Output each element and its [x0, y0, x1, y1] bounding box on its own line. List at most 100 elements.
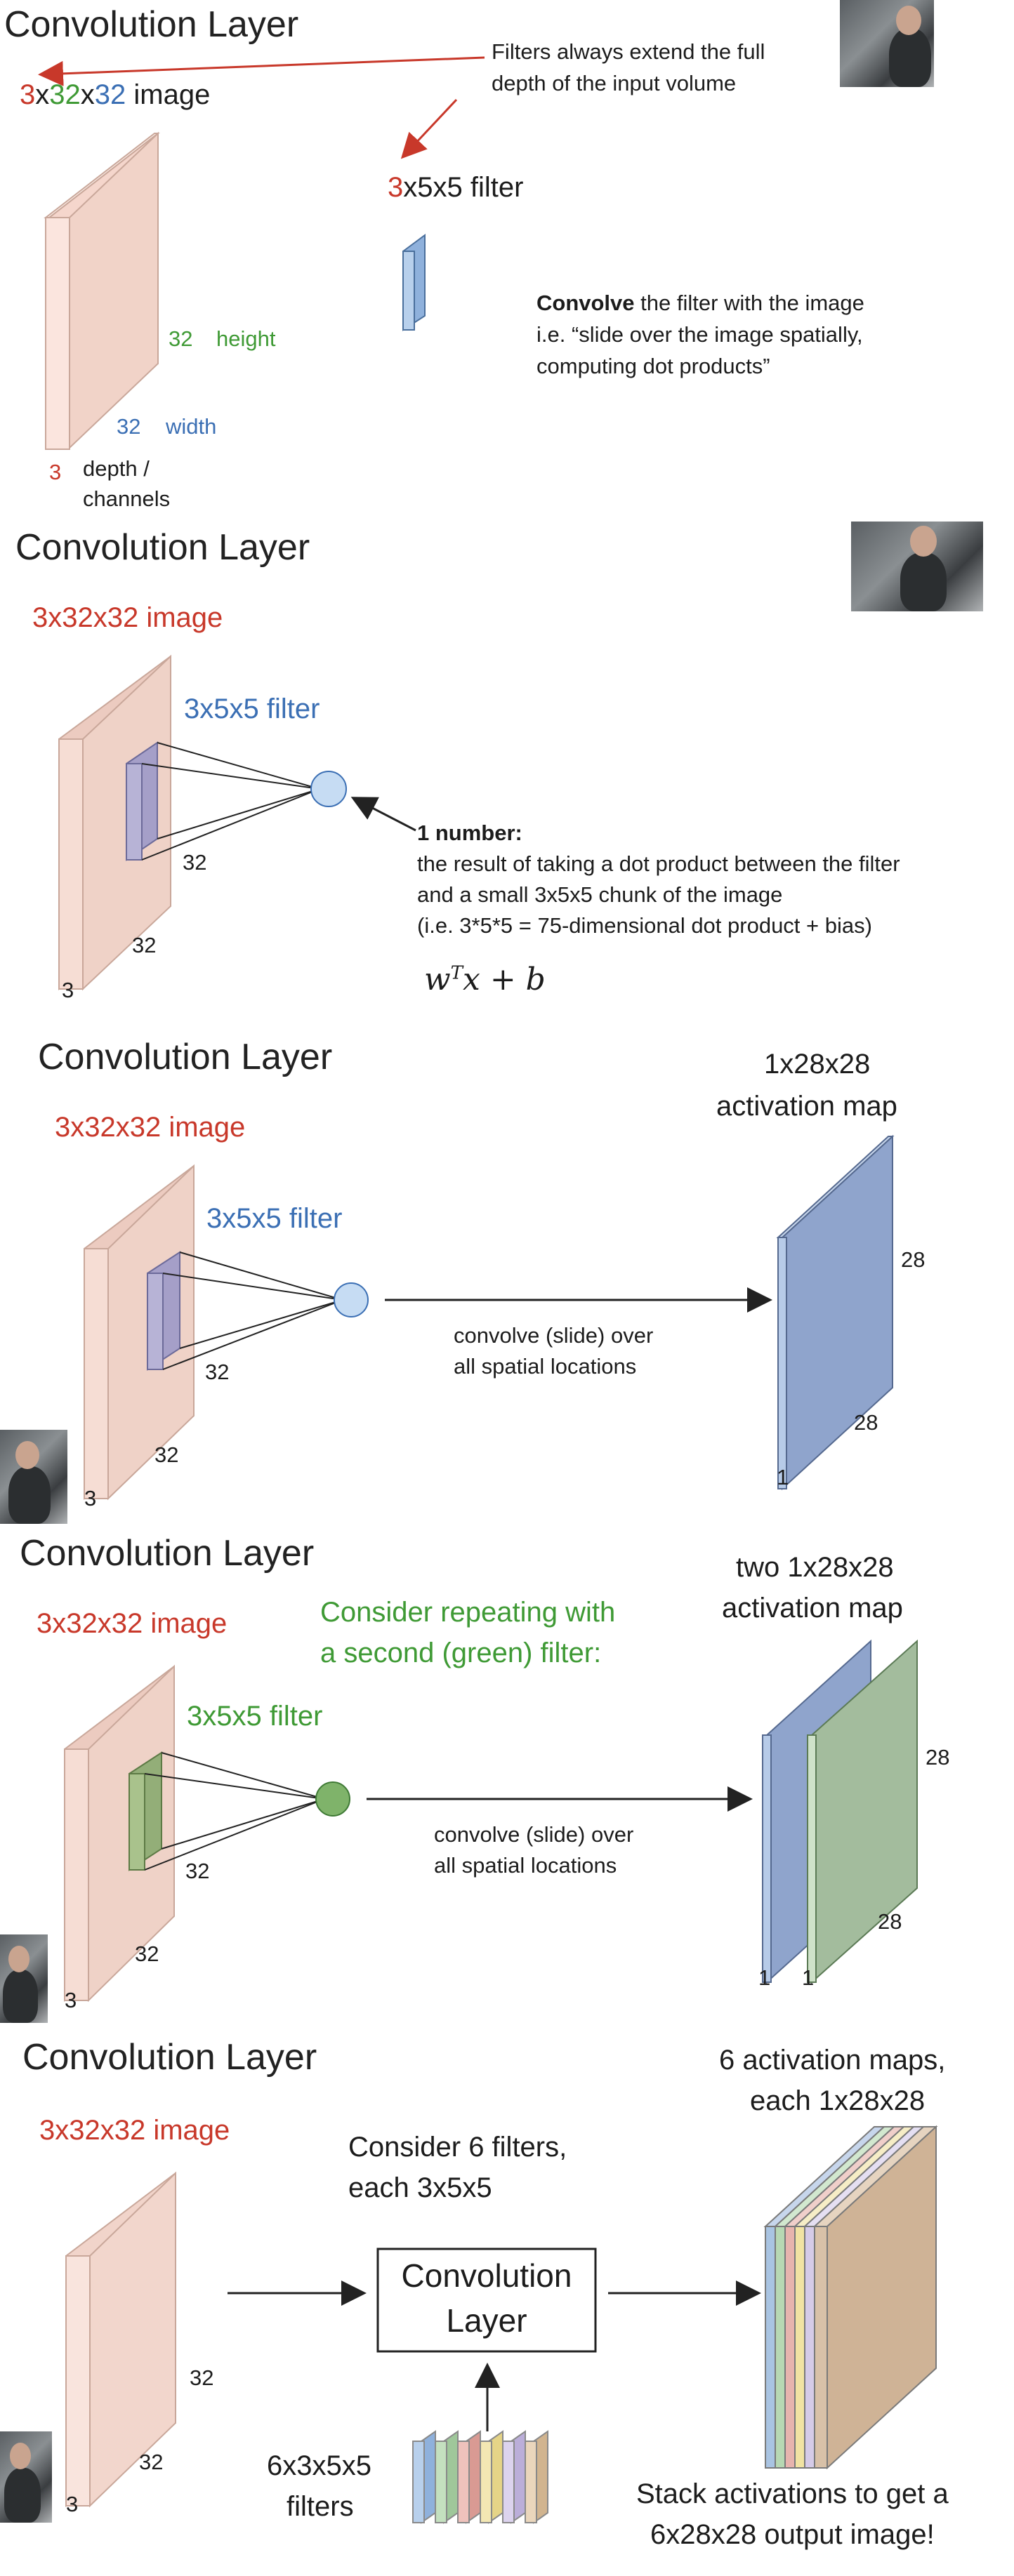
filter-5 [502, 2430, 526, 2524]
dim-height: 32 [205, 1360, 230, 1384]
image-dim-width: 32 [94, 79, 126, 110]
green-dot-product-node [315, 1781, 350, 1817]
filter-dim-depth: 3 [388, 172, 404, 203]
map-label-2: activation map [716, 1091, 897, 1122]
convolution-layer-box [376, 2248, 597, 2353]
activation-map-1 [763, 2126, 886, 2469]
convolve-text: Convolve the filter with the image i.e. … [536, 288, 864, 383]
one-number-line-2: and a small 3x5x5 chunk of the image [417, 882, 783, 908]
presenter-body [900, 552, 947, 611]
slide-3-title: Convolution Layer [38, 1037, 333, 1077]
filter-chunk [126, 741, 158, 861]
callout-arrow-2 [400, 98, 458, 159]
presenter-video-thumbnail [0, 2431, 52, 2523]
image-dim-suffix: image [126, 79, 211, 110]
presenter-video-thumbnail [851, 522, 983, 611]
stack-line-2: 6x28x28 output image! [650, 2519, 935, 2550]
presenter-video-thumbnail [0, 1430, 67, 1524]
image-label: 3x32x32 image [39, 2115, 230, 2146]
map-depth-1: 1 [758, 1965, 771, 1990]
box-line-2: Layer [446, 2302, 527, 2339]
stack-line-1: Stack activations to get a [636, 2478, 949, 2509]
slide-2-graphics [58, 654, 416, 991]
dim-width: 32 [139, 2450, 164, 2474]
dot-product-node [334, 1282, 369, 1317]
slide-4-graphics [64, 1639, 918, 2003]
slide-1-title: Convolution Layer [4, 4, 299, 45]
dim-width: 32 [135, 1941, 159, 1966]
map-depth: 1 [777, 1465, 789, 1489]
image-dim-height: 32 [49, 79, 81, 110]
filter-chunk [147, 1251, 180, 1371]
map-label-1: 1x28x28 [764, 1049, 871, 1080]
formula-rest: x + b [463, 962, 546, 997]
filter-label: 3x5x5 filter [187, 1701, 323, 1732]
dim-depth: 3 [84, 1486, 97, 1511]
activation-map-4 [793, 2126, 916, 2469]
slide-5-title: Convolution Layer [22, 2037, 317, 2078]
filter-dim-rest: x5x5 filter [403, 172, 524, 203]
image-dim-x1: x [35, 79, 50, 110]
callout-text: Filters always extend the full depth of … [492, 39, 765, 95]
map-label-2: activation map [722, 1593, 903, 1624]
node-arrow [350, 797, 416, 832]
slide-1-graphics [38, 56, 485, 450]
convolve-line-2: all spatial locations [454, 1354, 637, 1379]
presenter-video-thumbnail [0, 1934, 48, 2023]
dim-height: 32 [183, 850, 207, 875]
image-label: 3x32x32 image [55, 1112, 246, 1143]
filter-lines [144, 1752, 325, 1871]
presenter-video-thumbnail [840, 0, 934, 87]
slide-5: Convolution Layer 3x32x32 image Consider… [0, 2037, 1014, 2576]
map-height: 28 [926, 1745, 950, 1770]
activation-map-stack [763, 2125, 938, 2470]
slide-4-title: Convolution Layer [20, 1533, 315, 1574]
height-number: 32 [169, 326, 193, 351]
filter-3 [457, 2430, 481, 2524]
filter-lines [141, 742, 320, 861]
presenter-face [896, 6, 921, 35]
slide-2: Convolution Layer 3x32x32 image 3x5x5 fi… [0, 522, 1014, 1031]
consider-line-1: Consider repeating with [320, 1597, 616, 1628]
map-label-1: two 1x28x28 [736, 1552, 894, 1583]
dim-width: 32 [154, 1442, 179, 1467]
slide-5-graphics [65, 2125, 938, 2524]
filter-6 [525, 2430, 548, 2524]
map-width: 28 [878, 1909, 902, 1934]
filter-block [402, 234, 426, 331]
convolve-line-3: computing dot products” [536, 353, 770, 378]
dim-depth: 3 [66, 2492, 79, 2516]
width-label: width [166, 414, 217, 439]
filters-line-2: filters [287, 2491, 354, 2522]
image-label: 3x32x32 image [32, 602, 223, 633]
activation-map-green [807, 1639, 918, 1984]
filters-line-1: 6x3x5x5 [267, 2450, 371, 2481]
slide-3: Convolution Layer 3x32x32 image 3x5x5 fi… [0, 1031, 1014, 1532]
input-volume [44, 131, 160, 450]
activation-map-5 [803, 2126, 926, 2469]
convolve-bold: Convolve [536, 291, 635, 315]
image-label: 3x32x32 image [37, 1608, 228, 1639]
depth-label: depth / channels [83, 456, 171, 512]
one-number-text: 1 number: the result of taking a dot pro… [417, 818, 900, 941]
formula-sup: T [450, 962, 463, 984]
convolve-line-1: convolve (slide) over [434, 1822, 634, 1847]
maps-line-2: each 1x28x28 [750, 2085, 926, 2116]
map-depth-2: 1 [802, 1965, 815, 1990]
consider-line-2: a second (green) filter: [320, 1638, 602, 1668]
convolve-line-2: i.e. “slide over the image spatially, [536, 321, 863, 347]
filter-1 [412, 2430, 436, 2524]
maps-line-1: 6 activation maps, [719, 2045, 946, 2076]
image-dims-label: 3x32x32 image [20, 79, 210, 111]
presenter-body [3, 1970, 38, 2023]
filter-4 [480, 2430, 503, 2524]
dim-height: 32 [185, 1859, 210, 1883]
dim-width: 32 [132, 933, 157, 957]
depth-number: 3 [49, 460, 62, 484]
formula-w: w [424, 962, 451, 997]
filter-label: 3x5x5 filter [206, 1203, 343, 1234]
image-dim-depth: 3 [20, 79, 36, 110]
convolve-line-2: all spatial locations [434, 1853, 617, 1878]
one-number-line-1: the result of taking a dot product betwe… [417, 851, 900, 877]
one-number-line-3: (i.e. 3*5*5 = 75-dimensional dot product… [417, 913, 872, 938]
